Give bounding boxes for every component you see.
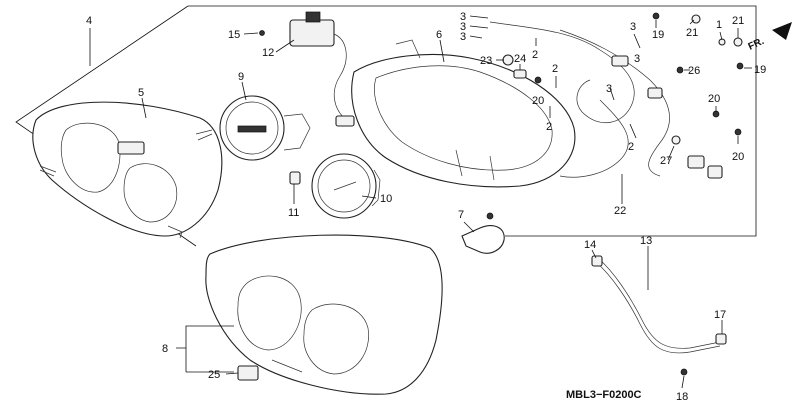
- tachometer: [195, 95, 311, 161]
- leader-lines: [89, 15, 752, 389]
- callout-15: 15: [228, 29, 240, 41]
- bolt-19b: [736, 62, 744, 70]
- callout-7: 7: [458, 209, 464, 221]
- callout-24: 24: [514, 53, 526, 65]
- callout-17: 17: [714, 309, 726, 321]
- callout-3c: 3: [460, 31, 466, 43]
- callout-1: 1: [716, 19, 722, 31]
- meter-panel-front: [205, 234, 443, 395]
- clip: [237, 365, 259, 381]
- callout-13: 13: [640, 235, 652, 247]
- screw-20b: [734, 128, 742, 136]
- callout-14: 14: [584, 239, 596, 251]
- front-arrow-icon: FR.: [747, 22, 792, 53]
- speedometer: [311, 153, 381, 219]
- callout-11: 11: [288, 207, 299, 219]
- callout-21b: 21: [732, 15, 744, 27]
- callout-3b: 3: [460, 21, 466, 33]
- callout-19a: 19: [652, 29, 664, 41]
- callout-10: 10: [380, 193, 392, 205]
- main-harness: [489, 21, 723, 179]
- callout-19b: 19: [754, 64, 766, 76]
- meter-housing: [351, 39, 576, 188]
- callout-3a: 3: [460, 11, 466, 23]
- screw-26: [676, 66, 684, 74]
- callout-25: 25: [208, 369, 220, 381]
- callout-8: 8: [162, 343, 168, 355]
- callout-2c: 2: [546, 121, 552, 133]
- callout-6: 6: [436, 29, 442, 41]
- callout-20a: 20: [708, 93, 720, 105]
- bulb-27: [671, 135, 681, 145]
- callout-12: 12: [262, 47, 274, 59]
- callout-2d: 2: [628, 141, 634, 153]
- callout-9: 9: [238, 71, 244, 83]
- callout-3d: 3: [630, 21, 636, 33]
- callout-27: 27: [660, 155, 672, 167]
- assembly-frame: [188, 5, 757, 237]
- callout-3e: 3: [634, 53, 640, 65]
- bolt-18: [680, 368, 688, 376]
- callout-4: 4: [86, 15, 92, 27]
- callout-3f: 3: [606, 83, 612, 95]
- bracket: [461, 212, 505, 254]
- callout-21a: 21: [686, 27, 698, 39]
- callout-20b: 20: [732, 151, 744, 163]
- callout-26: 26: [688, 65, 700, 77]
- nut-21a: [691, 14, 701, 24]
- callout-20c: 20: [532, 95, 544, 107]
- callout-18: 18: [676, 391, 688, 403]
- diagram-code: MBL3−F0200C: [566, 389, 642, 401]
- screw-20c: [534, 76, 542, 84]
- callout-23: 23: [480, 55, 492, 67]
- callout-2a: 2: [532, 49, 538, 61]
- bolt-19a: [652, 12, 660, 20]
- callout-22: 22: [614, 205, 626, 217]
- direction-label: FR.: [747, 36, 766, 53]
- callout-5: 5: [138, 87, 144, 99]
- nut-21b: [733, 37, 743, 47]
- meter-case-rear: [32, 101, 223, 239]
- speedometer-cable: [591, 255, 727, 354]
- bulb-socket: [289, 171, 301, 185]
- callout-labels: 4 5 15 12 9 11 10 6 3 3 3 23 24 2 2 2 20…: [86, 11, 766, 403]
- callout-2b: 2: [552, 63, 558, 75]
- lens-24: [513, 69, 527, 79]
- sub-harness: [289, 11, 355, 127]
- grommet-23: [502, 54, 514, 66]
- screw-15: [259, 30, 265, 36]
